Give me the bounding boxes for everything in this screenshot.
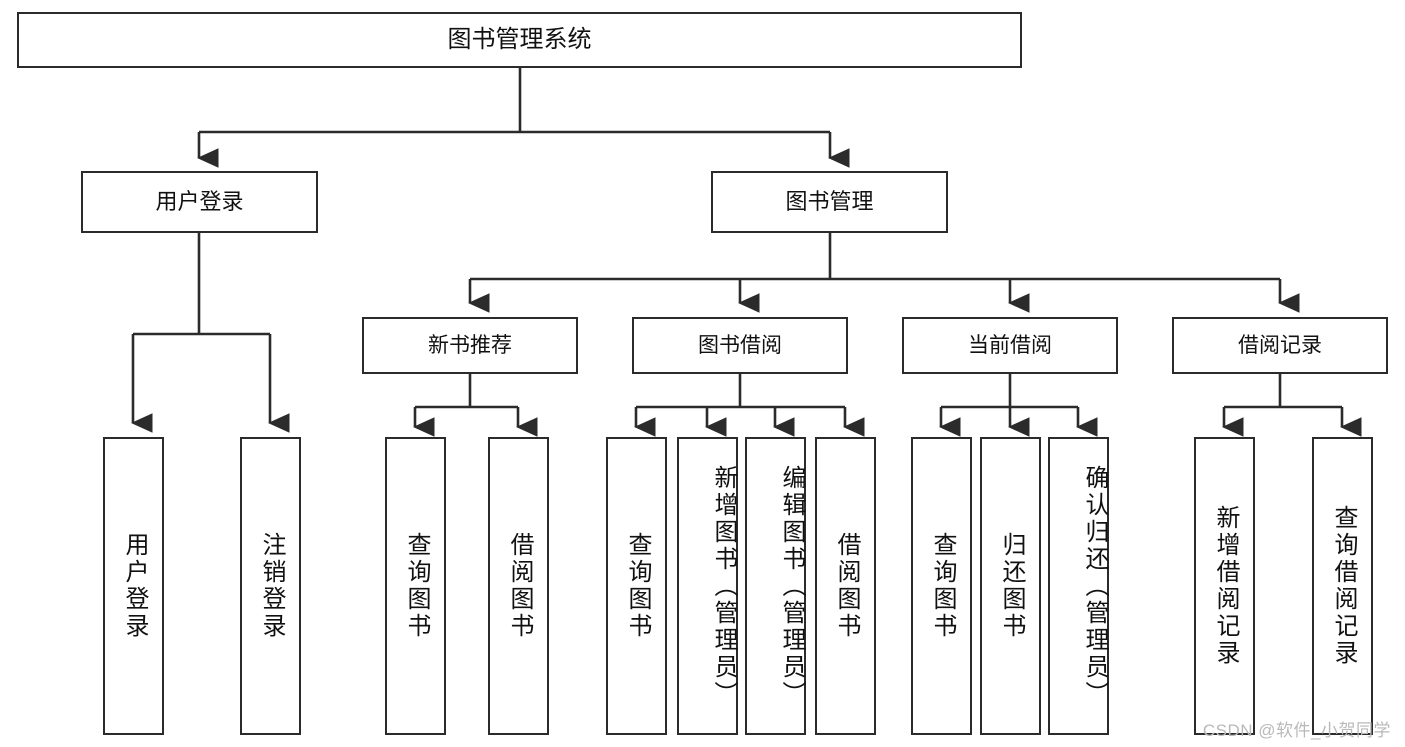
leaf-confirm-return[interactable]: 确认归还（管理员）: [1048, 437, 1109, 735]
leaf-return-book[interactable]: 归还图书: [980, 437, 1041, 735]
leaf-add-book[interactable]: 新增图书（管理员）: [677, 437, 738, 735]
leaf-borrow-book-1[interactable]: 借阅图书: [488, 437, 549, 735]
leaf-logout[interactable]: 注销登录: [240, 437, 301, 735]
node-root-label: 图书管理系统: [447, 25, 592, 53]
leaf-query-book-3-label: 查询图书: [928, 532, 956, 640]
node-borrow-record[interactable]: 借阅记录: [1172, 317, 1388, 374]
leaf-user-login[interactable]: 用户登录: [103, 437, 164, 735]
leaf-query-book-3[interactable]: 查询图书: [911, 437, 972, 735]
leaf-borrow-book-2-label: 借阅图书: [832, 532, 860, 640]
leaf-borrow-book-2[interactable]: 借阅图书: [815, 437, 876, 735]
leaf-add-book-label: 新增图书（管理员）: [710, 464, 737, 708]
leaf-confirm-return-label: 确认归还（管理员）: [1081, 464, 1108, 708]
leaf-query-book-2-label: 查询图书: [623, 532, 651, 640]
leaf-add-record[interactable]: 新增借阅记录: [1194, 437, 1255, 735]
node-book-borrow[interactable]: 图书借阅: [632, 317, 848, 374]
node-user-login-label: 用户登录: [155, 188, 244, 214]
node-book-borrow-label: 图书借阅: [698, 333, 782, 357]
node-new-book-recommend-label: 新书推荐: [428, 333, 512, 357]
leaf-edit-book-label: 编辑图书（管理员）: [778, 464, 805, 708]
watermark: CSDN @软件_小贺同学: [1202, 721, 1391, 740]
leaf-query-book-2[interactable]: 查询图书: [606, 437, 667, 735]
leaf-logout-label: 注销登录: [257, 532, 285, 640]
node-book-manage-label: 图书管理: [785, 188, 874, 214]
leaf-query-record[interactable]: 查询借阅记录: [1312, 437, 1373, 735]
leaf-query-book-1-label: 查询图书: [402, 532, 430, 640]
leaf-add-record-label: 新增借阅记录: [1211, 505, 1239, 667]
leaf-user-login-label: 用户登录: [120, 532, 148, 640]
node-user-login[interactable]: 用户登录: [81, 171, 318, 233]
leaf-query-book-1[interactable]: 查询图书: [385, 437, 446, 735]
node-book-manage[interactable]: 图书管理: [711, 171, 948, 233]
leaf-edit-book[interactable]: 编辑图书（管理员）: [745, 437, 806, 735]
node-current-borrow-label: 当前借阅: [968, 333, 1052, 357]
node-current-borrow[interactable]: 当前借阅: [902, 317, 1118, 374]
node-borrow-record-label: 借阅记录: [1238, 333, 1322, 357]
leaf-borrow-book-1-label: 借阅图书: [505, 532, 533, 640]
node-new-book-recommend[interactable]: 新书推荐: [362, 317, 578, 374]
leaf-query-record-label: 查询借阅记录: [1329, 505, 1357, 667]
leaf-return-book-label: 归还图书: [997, 532, 1025, 640]
node-root[interactable]: 图书管理系统: [17, 12, 1022, 68]
